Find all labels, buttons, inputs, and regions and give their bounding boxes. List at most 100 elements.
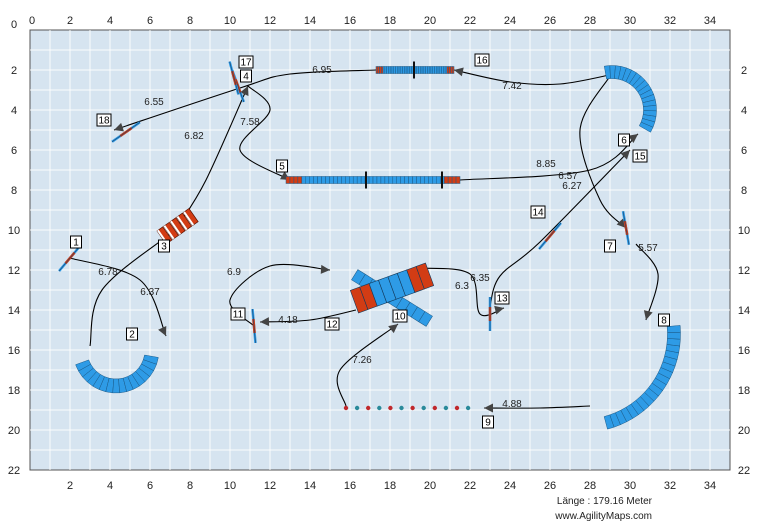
- weave-pole: [377, 405, 382, 411]
- tube-segment: [376, 176, 382, 184]
- number-box: [238, 55, 254, 69]
- distance-label: 5.57: [638, 243, 658, 254]
- x-tick-bottom: 18: [384, 480, 396, 492]
- path-segment: [69, 257, 167, 337]
- distance-label: 6.27: [562, 181, 582, 192]
- number-box: [618, 133, 630, 147]
- obstacle-number-7: 7: [604, 239, 616, 253]
- tube-segment: [412, 176, 417, 184]
- distance-label: 7.42: [502, 81, 522, 92]
- distance-label: 6.9: [227, 267, 241, 278]
- number-box: [530, 205, 546, 219]
- x-tick-top: 6: [147, 15, 153, 27]
- path-segment: [635, 243, 659, 321]
- aframe-segment: [415, 262, 435, 290]
- tire-stripe: [176, 216, 188, 231]
- tube-segment: [396, 176, 401, 184]
- x-tick-bottom: 8: [187, 480, 193, 492]
- tube-segment: [420, 66, 423, 74]
- obstacle-number-5: 5: [276, 159, 288, 173]
- tube-segment: [285, 176, 291, 184]
- path-segment: [259, 309, 357, 323]
- x-tick-top: 16: [344, 15, 356, 27]
- x-tick-bottom: 24: [504, 480, 516, 492]
- tube-segment: [436, 66, 439, 74]
- x-tick-top: 24: [504, 15, 516, 27]
- distance-label: 4.18: [278, 315, 298, 326]
- x-tick-bottom: 26: [544, 480, 556, 492]
- tube-segment: [349, 176, 354, 184]
- tube-segment: [337, 176, 342, 184]
- tire-stripe: [170, 220, 181, 235]
- tube-segment: [416, 176, 421, 184]
- tube-segment: [372, 176, 378, 184]
- tube-segment: [451, 176, 457, 184]
- path-segment: [419, 267, 505, 317]
- number-text: 2: [129, 330, 135, 341]
- tube-segment: [444, 66, 448, 74]
- obstacle-number-12: 12: [324, 317, 340, 331]
- tube-segment: [425, 66, 428, 74]
- tire-block: [169, 217, 186, 236]
- direction-arrow: [158, 325, 167, 336]
- obstacle-number-2: 2: [126, 327, 138, 341]
- number-text: 3: [161, 242, 167, 253]
- x-tick-bottom: 22: [464, 480, 476, 492]
- tube-segment: [379, 66, 382, 74]
- tube-segment: [448, 66, 451, 74]
- distance-label: 6.55: [144, 97, 164, 108]
- tube-segment: [405, 66, 409, 74]
- tube-segment: [301, 176, 307, 184]
- obstacle-11: [251, 308, 257, 344]
- y-tick-right: 10: [738, 225, 750, 237]
- tube-segment: [416, 66, 419, 74]
- obstacle-number-13: 13: [494, 291, 510, 305]
- number-box: [324, 317, 340, 331]
- distance-label: 6.57: [558, 171, 578, 182]
- tube-segment: [368, 176, 374, 184]
- number-box: [494, 291, 510, 305]
- distance-labels: 6.786.377.586.826.556.957.428.856.576.27…: [98, 65, 658, 410]
- number-text: 17: [240, 58, 252, 69]
- distance-label: 8.85: [536, 159, 556, 170]
- tube-segment: [443, 176, 449, 184]
- path-segment: [489, 149, 631, 307]
- x-tick-bottom: 28: [584, 480, 596, 492]
- tube-segment: [400, 176, 405, 184]
- weave-pole: [343, 405, 349, 411]
- obstacle-number-16: 16: [474, 53, 490, 67]
- distance-label: 6.82: [184, 131, 204, 142]
- tube-segment: [428, 66, 432, 74]
- number-box: [240, 69, 252, 83]
- number-box: [230, 307, 246, 321]
- weave-pole: [388, 405, 393, 411]
- direction-arrow: [494, 305, 504, 315]
- x-tick-bottom: 16: [344, 480, 356, 492]
- tube-segment: [377, 66, 380, 74]
- number-text: 1: [73, 238, 79, 249]
- obstacle-14: [538, 222, 562, 250]
- tube-segment: [432, 176, 437, 184]
- x-tick-bottom: 32: [664, 480, 676, 492]
- obstacle-number-11: 11: [230, 307, 246, 321]
- tire-stripe: [183, 211, 195, 226]
- tube-segment: [427, 66, 430, 74]
- x-tick-top: 34: [704, 15, 716, 27]
- weave-pole: [354, 405, 360, 411]
- tube-segment: [341, 176, 346, 184]
- tube-segment: [404, 66, 407, 74]
- tube-segment: [392, 176, 397, 184]
- tube-segment: [395, 66, 398, 74]
- obstacle-number-15: 15: [632, 149, 648, 163]
- number-text: 15: [634, 152, 646, 163]
- website-credit: www.AgilityMaps.com: [555, 511, 652, 522]
- tube-segment: [352, 176, 358, 184]
- obstacle-number-14: 14: [530, 205, 546, 219]
- tube-segment: [384, 66, 387, 74]
- number-box: [604, 239, 616, 253]
- direction-arrow: [454, 67, 464, 77]
- number-text: 11: [233, 310, 244, 321]
- jump-outline: [252, 309, 256, 343]
- y-tick-right: 6: [741, 145, 747, 157]
